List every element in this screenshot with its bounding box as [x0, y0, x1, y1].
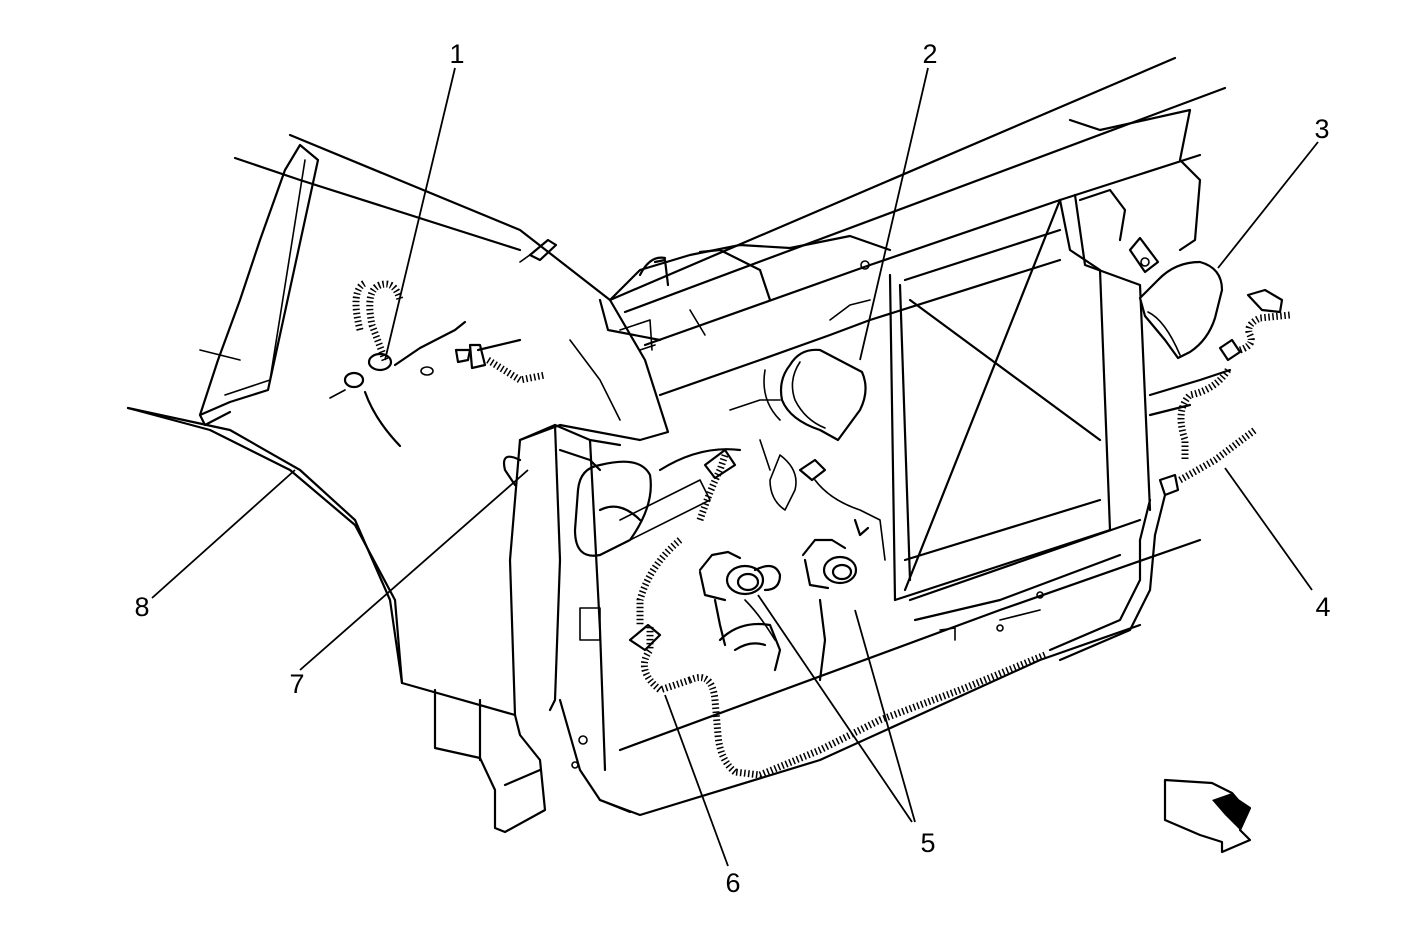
callout-1: 1	[449, 39, 464, 69]
air-cleaner-housing	[608, 234, 892, 351]
headlamp-leveling-motor	[763, 348, 886, 561]
fender	[126, 133, 670, 717]
fender-liner	[433, 688, 547, 834]
forward-lamp-harness	[1048, 288, 1291, 662]
callout-2: 2	[922, 39, 937, 69]
main-harness	[502, 448, 1047, 779]
arrow-down-right-icon	[1163, 778, 1252, 854]
leader-lines	[151, 67, 1319, 867]
horn	[1128, 236, 1224, 360]
callout-3: 3	[1314, 114, 1329, 144]
callout-8: 8	[134, 592, 149, 622]
callout-5: 5	[920, 828, 935, 858]
radiator-support	[571, 56, 1232, 817]
ground-harness	[329, 238, 558, 448]
lamp-sockets	[698, 538, 858, 682]
callout-6: 6	[725, 868, 740, 898]
headlamp-mounting-panel	[518, 423, 711, 814]
callout-7: 7	[289, 669, 304, 699]
callout-4: 4	[1315, 592, 1330, 622]
